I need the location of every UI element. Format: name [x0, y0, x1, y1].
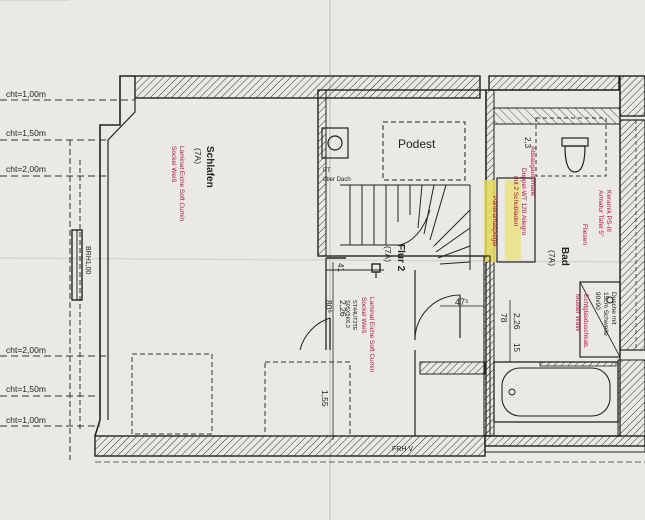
- pt-sub: über Dach: [323, 177, 351, 183]
- dimension: 47⁵: [455, 297, 469, 307]
- podest-area: [382, 121, 466, 181]
- dimension: 2,26: [338, 300, 348, 317]
- level-label: cht=1,50m: [6, 128, 46, 138]
- top-wall: [134, 75, 645, 117]
- room-name: Flur 2: [395, 244, 406, 272]
- shower-spec: 90x90: [594, 292, 601, 310]
- room-code: (7A): [383, 246, 393, 262]
- shower-spec: Dusche mit: [610, 292, 617, 325]
- level-label: cht=1,00m: [6, 89, 46, 99]
- floor-finish: Laminat Eiche Soft Cumin: [368, 297, 375, 373]
- shower-spec: 15cm Schwelle: [602, 292, 609, 336]
- floor-finish: Sockel Weiß: [360, 297, 367, 333]
- tile-label: Fliesen: [581, 224, 588, 245]
- screen-spec: Echtglasduschkab.: [582, 294, 589, 349]
- drain-icon: [606, 296, 614, 304]
- chimney-flue-icon: [327, 135, 343, 151]
- tile-spec: Armatur Tafel 5°: [597, 190, 605, 237]
- pt-label: PT: [323, 168, 331, 174]
- socket-spec: S05X5K6,3: [344, 300, 350, 328]
- partition-wall: [483, 255, 491, 437]
- room-flur: Flur 2 (7A) Laminat Eiche Soft Cumin Soc…: [299, 244, 486, 436]
- dimension: 15: [512, 343, 521, 352]
- dimension: 1,55: [320, 390, 330, 407]
- vanity: [496, 177, 536, 263]
- dimension: 2,26: [512, 313, 522, 330]
- level-label: cht=2,00m: [6, 345, 46, 355]
- toilet-icon: [564, 145, 586, 173]
- room-name: Bad: [559, 247, 570, 266]
- dimension: 78: [499, 313, 509, 323]
- wash-spec: Doppel-WT 120 Allegro: [520, 168, 527, 235]
- floor-finish: Laminat Eiche Soft Cumin: [178, 146, 185, 222]
- room-code: (7A): [193, 148, 203, 164]
- level-label: cht=1,50m: [6, 384, 46, 394]
- vanity-highlight: [505, 180, 521, 260]
- level-lines: [0, 99, 135, 427]
- level-label: cht=1,00m: [6, 415, 46, 425]
- dimension: 41: [336, 263, 345, 272]
- room-schlafen: Schlafen (7A) Laminat Eiche Soft Cumin S…: [131, 146, 351, 437]
- dimension: 2,3: [523, 137, 532, 149]
- room-code: (7A): [547, 250, 557, 266]
- absaug-label: Absaugautomatik: [529, 146, 536, 197]
- dimension: 80⁵: [324, 300, 334, 313]
- furniture-outline: [264, 361, 351, 437]
- frh-label: FRH V: [392, 446, 413, 453]
- room-name: Schlafen: [204, 146, 215, 188]
- door-swing: [414, 294, 461, 339]
- level-label: cht=2,00m: [6, 164, 46, 174]
- floor-finish: Sockel Weiß: [170, 146, 177, 182]
- room-name: Podest: [398, 137, 436, 151]
- furniture-outline: [131, 353, 213, 435]
- mirror-label: Panoramaspiegel: [491, 196, 498, 247]
- wash-spec: mit 2 Schubladen: [512, 176, 519, 227]
- left-wall: [69, 75, 136, 460]
- mirror-highlight: [484, 180, 496, 262]
- socket-spec: ST44UT2TE: [351, 300, 357, 331]
- tub-drain-icon: [508, 388, 516, 396]
- tile-spec: Keramik PS-III: [605, 190, 612, 232]
- window-label: BRH1,00: [84, 246, 91, 275]
- chimney: [321, 127, 349, 159]
- door-swing: [299, 317, 331, 351]
- screen-spec: Muster WäW: [574, 294, 581, 332]
